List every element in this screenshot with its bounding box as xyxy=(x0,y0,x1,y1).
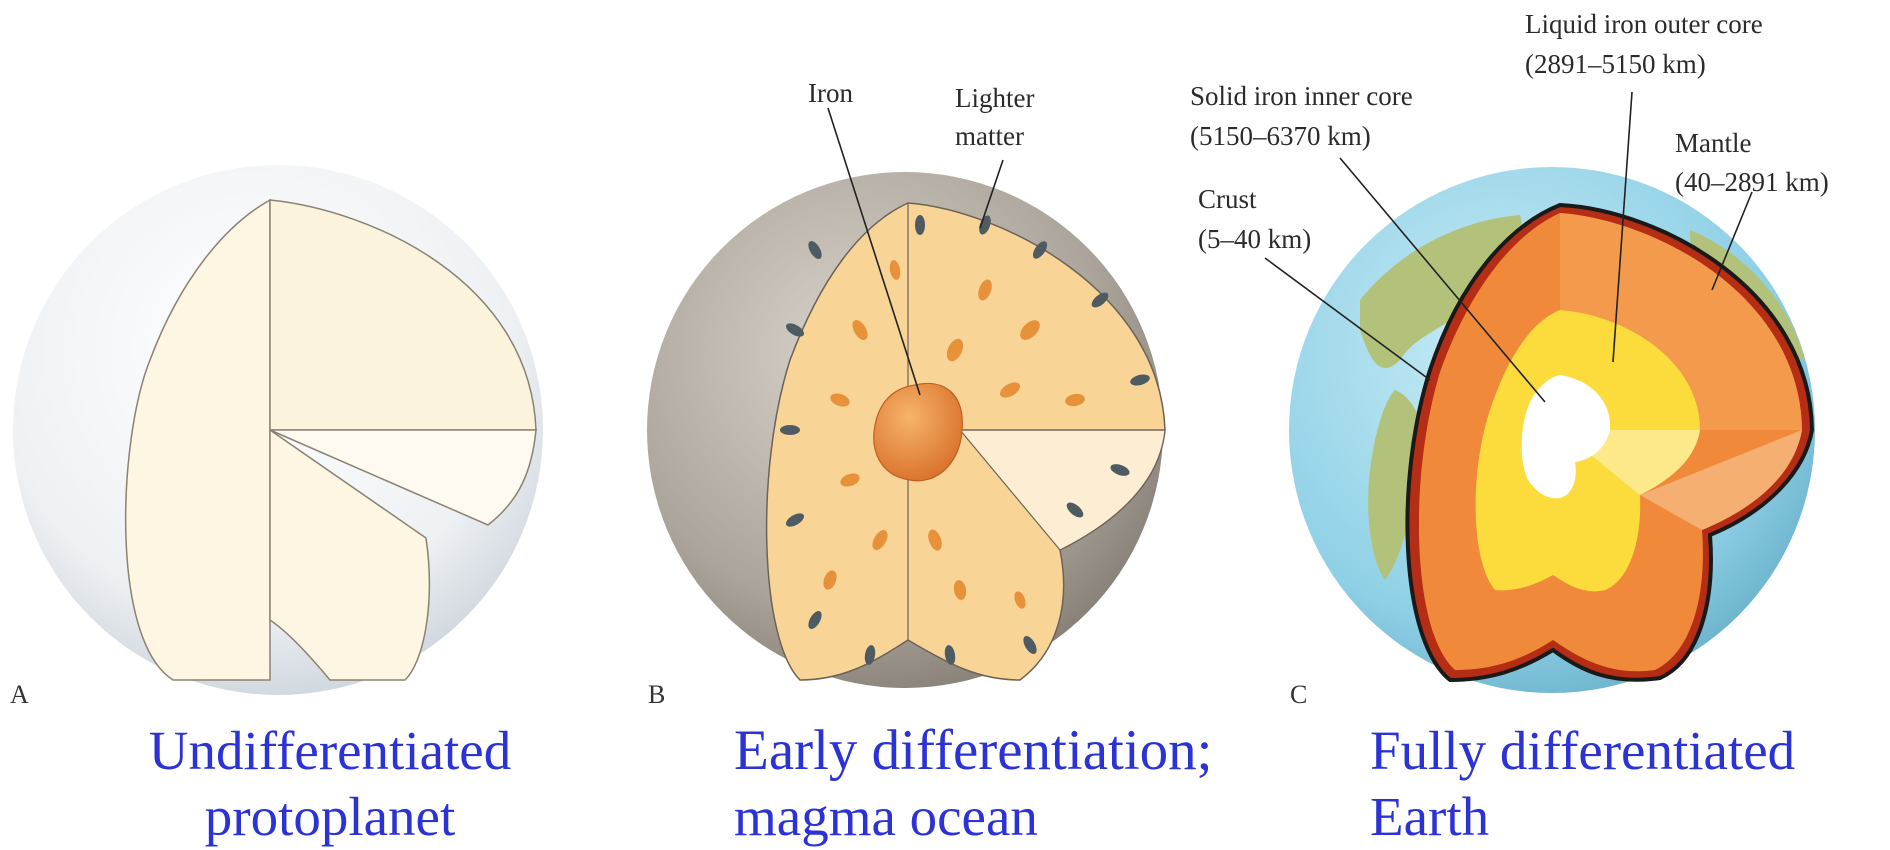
label-lighter-matter-line1: Lighter xyxy=(955,83,1034,113)
panel-letter-b: B xyxy=(648,680,665,709)
caption-a-line2: protoplanet xyxy=(130,784,530,850)
label-crust-line1: Crust xyxy=(1198,184,1257,214)
caption-panel-b: Early differentiation; magma ocean xyxy=(734,718,1234,850)
caption-panel-c: Fully differentiated Earth xyxy=(1370,718,1850,850)
panel-b-early-differentiation: Iron Lighter matter B xyxy=(647,78,1165,709)
label-lighter-matter-line2: matter xyxy=(955,121,1024,151)
caption-b-line2: magma ocean xyxy=(734,784,1234,850)
panel-c-fully-differentiated: Liquid iron outer core (2891–5150 km) So… xyxy=(1190,9,1829,709)
caption-c-line1: Fully differentiated xyxy=(1370,718,1850,784)
label-inner-core-line2: (5150–6370 km) xyxy=(1190,121,1371,151)
caption-c-line2: Earth xyxy=(1370,784,1850,850)
caption-panel-a: Undifferentiated protoplanet xyxy=(130,718,530,850)
label-outer-core-line1: Liquid iron outer core xyxy=(1525,9,1763,39)
panel-letter-c: C xyxy=(1290,680,1307,709)
label-mantle-line2: (40–2891 km) xyxy=(1675,167,1829,197)
panel-letter-a: A xyxy=(10,680,29,709)
label-inner-core-line1: Solid iron inner core xyxy=(1190,81,1413,111)
label-mantle-line1: Mantle xyxy=(1675,128,1751,158)
caption-b-line1: Early differentiation; xyxy=(734,718,1234,784)
panel-a-protoplanet: A xyxy=(10,165,543,709)
label-outer-core-line2: (2891–5150 km) xyxy=(1525,49,1706,79)
label-iron: Iron xyxy=(808,78,853,108)
label-crust-line2: (5–40 km) xyxy=(1198,224,1311,254)
caption-a-line1: Undifferentiated xyxy=(130,718,530,784)
